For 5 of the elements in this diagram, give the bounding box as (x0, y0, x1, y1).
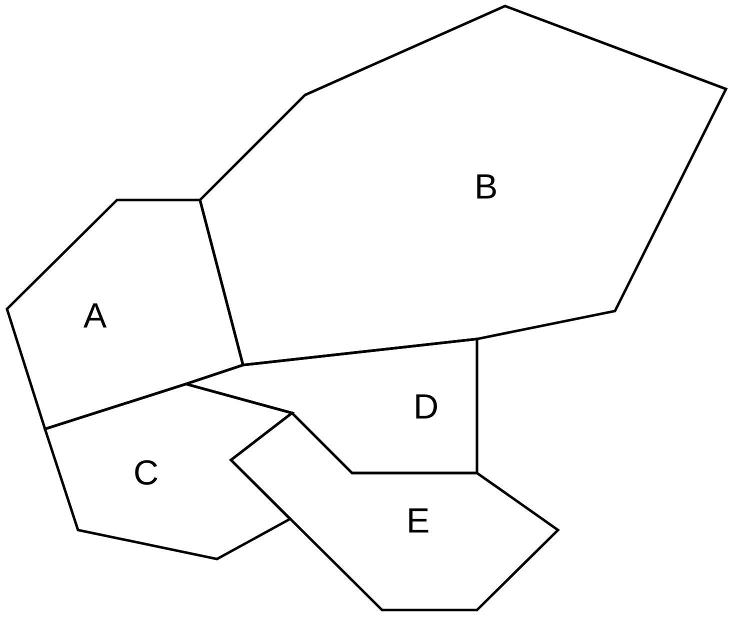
region-label: A (83, 298, 107, 334)
region-label: D (413, 390, 439, 424)
region-label: B (474, 170, 498, 204)
region-label: E (406, 504, 430, 538)
region-label: C (133, 456, 159, 490)
